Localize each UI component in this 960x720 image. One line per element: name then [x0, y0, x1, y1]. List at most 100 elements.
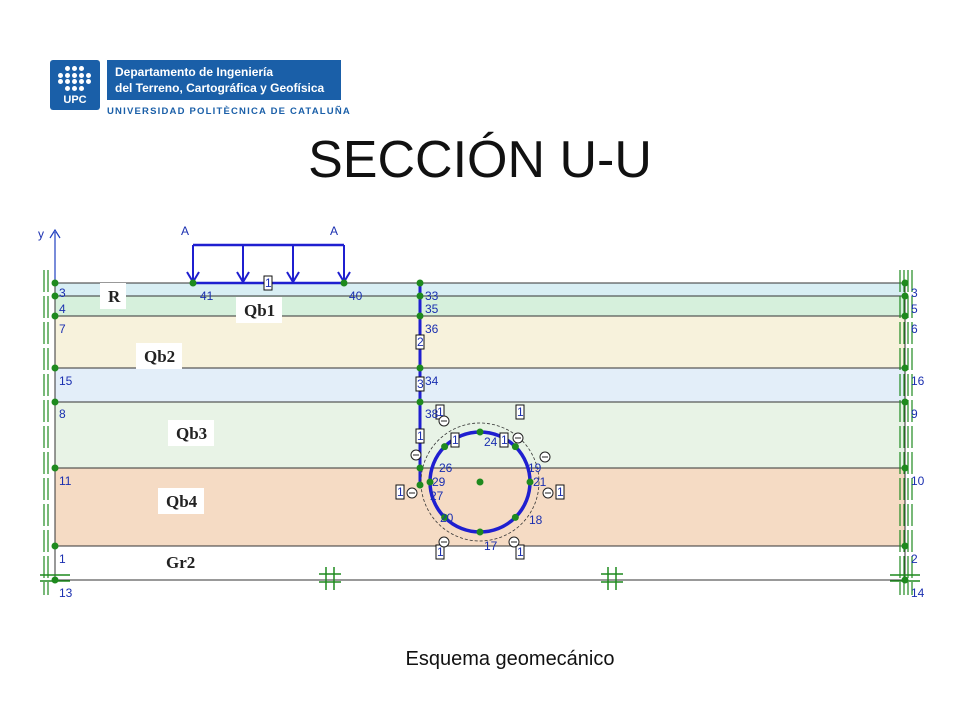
element-marker-box	[395, 484, 405, 500]
y-axis-label: y	[38, 227, 44, 241]
mesh-node	[51, 542, 59, 550]
tunnel-node-number: 17	[484, 539, 498, 553]
left-node-number: 15	[59, 374, 73, 388]
logo-dot	[79, 85, 84, 91]
logo-dot	[65, 72, 70, 78]
structure-elements	[40, 228, 920, 595]
element-marker-box	[515, 404, 525, 420]
element-marker-box	[415, 428, 425, 444]
layer-label: Qb3	[176, 424, 207, 443]
mesh-node	[901, 292, 909, 300]
soil-layer-qb2	[55, 316, 905, 368]
mesh-node	[340, 279, 348, 287]
mesh-node	[901, 279, 909, 287]
left-node-number: 8	[59, 407, 66, 421]
department-banner: Departamento de Ingeniería del Terreno, …	[107, 60, 341, 100]
logo-dot	[58, 79, 63, 84]
element-marker-box	[415, 334, 425, 350]
mesh-node	[901, 364, 909, 372]
layer-label-box	[168, 420, 214, 446]
logo-dot	[86, 72, 91, 78]
mesh-node	[476, 478, 484, 486]
mesh-node	[416, 364, 424, 372]
logo-dot	[79, 72, 84, 78]
layer-label: R	[108, 287, 121, 306]
logo-dot	[72, 79, 77, 84]
logo-acronym: UPC	[63, 94, 87, 106]
mesh-node	[901, 312, 909, 320]
left-node-number: 1	[59, 552, 66, 566]
load-node-number: 41	[200, 289, 214, 303]
element-marker-label: 1	[265, 276, 272, 290]
layer-label-box	[158, 549, 204, 575]
mesh-node	[51, 464, 59, 472]
tunnel-node-number: 21	[533, 475, 547, 489]
layer-label: Gr2	[166, 553, 195, 572]
right-node-number: 10	[911, 474, 925, 488]
logo-dot	[58, 72, 63, 78]
logo-dot	[86, 79, 91, 84]
element-marker-label: 3	[417, 377, 424, 391]
mesh-node	[426, 478, 434, 486]
logo-dot	[65, 66, 70, 71]
left-node-number: 3	[59, 286, 66, 300]
layer-label: Qb1	[244, 301, 275, 320]
tunnel-node-number: 18	[529, 513, 543, 527]
logo-dot	[72, 85, 77, 91]
tunnel-node-number: 24	[484, 435, 498, 449]
mesh-node	[416, 464, 424, 472]
element-marker-box	[555, 484, 565, 500]
pile-node-number: 38	[425, 407, 439, 421]
load-label: A	[181, 224, 189, 238]
mesh-node	[51, 279, 59, 287]
right-node-number: 14	[911, 586, 925, 600]
tunnel-node-number: 26	[439, 461, 453, 475]
layer-boundaries	[54, 282, 906, 581]
left-node-number: 7	[59, 322, 66, 336]
mesh-node	[416, 279, 424, 287]
soil-layer-qb1	[55, 296, 905, 316]
logo-dot	[72, 66, 77, 71]
right-node-number: 16	[911, 374, 925, 388]
mesh-node	[416, 292, 424, 300]
logo-dots-icon	[58, 66, 92, 92]
element-marker-box	[263, 275, 273, 291]
department-name-line2: del Terreno, Cartográfica y Geofísica	[115, 81, 325, 95]
mesh-node	[51, 576, 59, 584]
mesh-node	[51, 364, 59, 372]
mesh-node	[901, 542, 909, 550]
tunnel-node-number: 27	[430, 489, 444, 503]
mesh-node	[476, 428, 484, 436]
logo-mark: UPC	[50, 60, 100, 110]
mesh-node	[441, 513, 449, 521]
pile-node-number: 36	[425, 322, 439, 336]
tunnel-node-number: 19	[528, 461, 542, 475]
pile-node-number: 34	[425, 374, 439, 388]
layer-label: Qb2	[144, 347, 175, 366]
right-node-number: 2	[911, 552, 918, 566]
layer-label-box	[136, 343, 182, 369]
element-marker-label: 1	[417, 429, 424, 443]
right-node-number: 9	[911, 407, 918, 421]
mesh-node	[51, 292, 59, 300]
tunnel-node-number: 20	[440, 511, 454, 525]
element-marker-box	[450, 432, 460, 448]
mesh-node	[51, 312, 59, 320]
left-node-number: 4	[59, 302, 66, 316]
element-marker-label: 1	[437, 545, 444, 559]
pile-node-number: 33	[425, 289, 439, 303]
element-marker-label: 1	[501, 433, 508, 447]
tunnel-node-number: 29	[432, 475, 446, 489]
load-label: A	[330, 224, 338, 238]
soil-layer-qb3	[55, 368, 905, 402]
department-name-line1: Departamento de Ingeniería	[115, 65, 274, 79]
left-node-number: 13	[59, 586, 73, 600]
element-marker-label: 1	[397, 485, 404, 499]
logo-dot	[79, 66, 84, 71]
mesh-node	[901, 398, 909, 406]
mesh-node	[441, 443, 449, 451]
element-marker-label: 1	[437, 405, 444, 419]
mesh-node	[901, 576, 909, 584]
y-axis-arrow-icon	[49, 228, 61, 239]
